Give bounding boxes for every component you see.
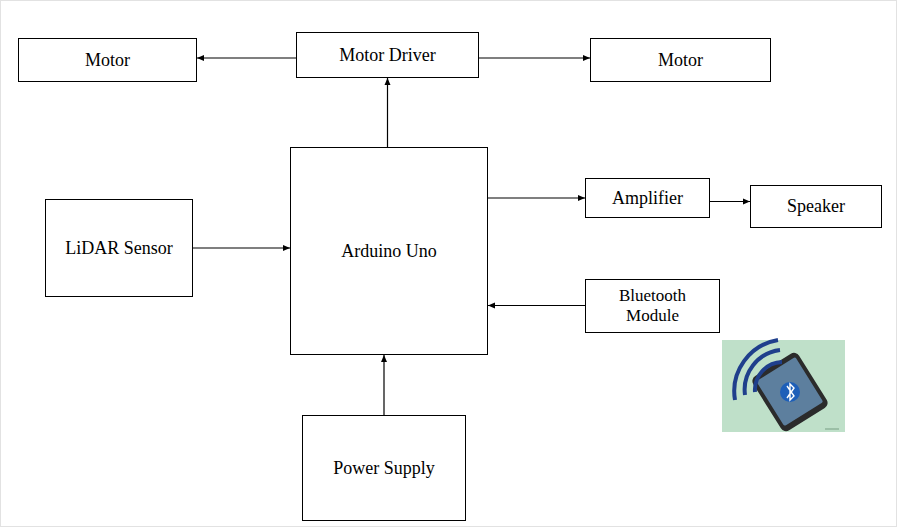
sensor-box: LiDAR Sensor (45, 199, 193, 297)
box-label: Motor Driver (339, 45, 435, 66)
bluetooth-symbol (780, 382, 800, 402)
box-label: LiDAR Sensor (65, 238, 173, 259)
box-label: Arduino Uno (341, 241, 437, 262)
arrow-connector (387, 78, 388, 147)
motor-box: Motor (18, 38, 197, 82)
arrow-connector (383, 355, 384, 415)
illustration-ground (722, 340, 845, 432)
phone-symbol (750, 351, 830, 434)
controller-box: Arduino Uno (290, 147, 488, 355)
bluetooth-box: Bluetooth Module (585, 279, 720, 333)
illustration-mark (825, 428, 839, 430)
driver-box: Motor Driver (296, 32, 479, 78)
box-label: Power Supply (333, 458, 435, 479)
power-box: Power Supply (302, 415, 466, 521)
bluetooth-rune (787, 384, 794, 400)
arrow-connector (479, 57, 590, 58)
arrow-connector (197, 57, 296, 58)
box-label: Speaker (787, 196, 845, 217)
arrow-connector (488, 197, 585, 198)
box-label: Amplifier (612, 188, 683, 209)
arrow-connector (193, 247, 290, 248)
amplifier-box: Amplifier (585, 178, 710, 218)
box-label: Motor (658, 50, 703, 71)
arrow-connector (488, 305, 585, 306)
speaker-box: Speaker (750, 185, 882, 228)
arrow-connector (710, 201, 750, 202)
box-label: Motor (85, 50, 130, 71)
box-label: Bluetooth Module (605, 286, 700, 325)
motor-box: Motor (590, 38, 771, 82)
signal-wave (755, 362, 782, 392)
